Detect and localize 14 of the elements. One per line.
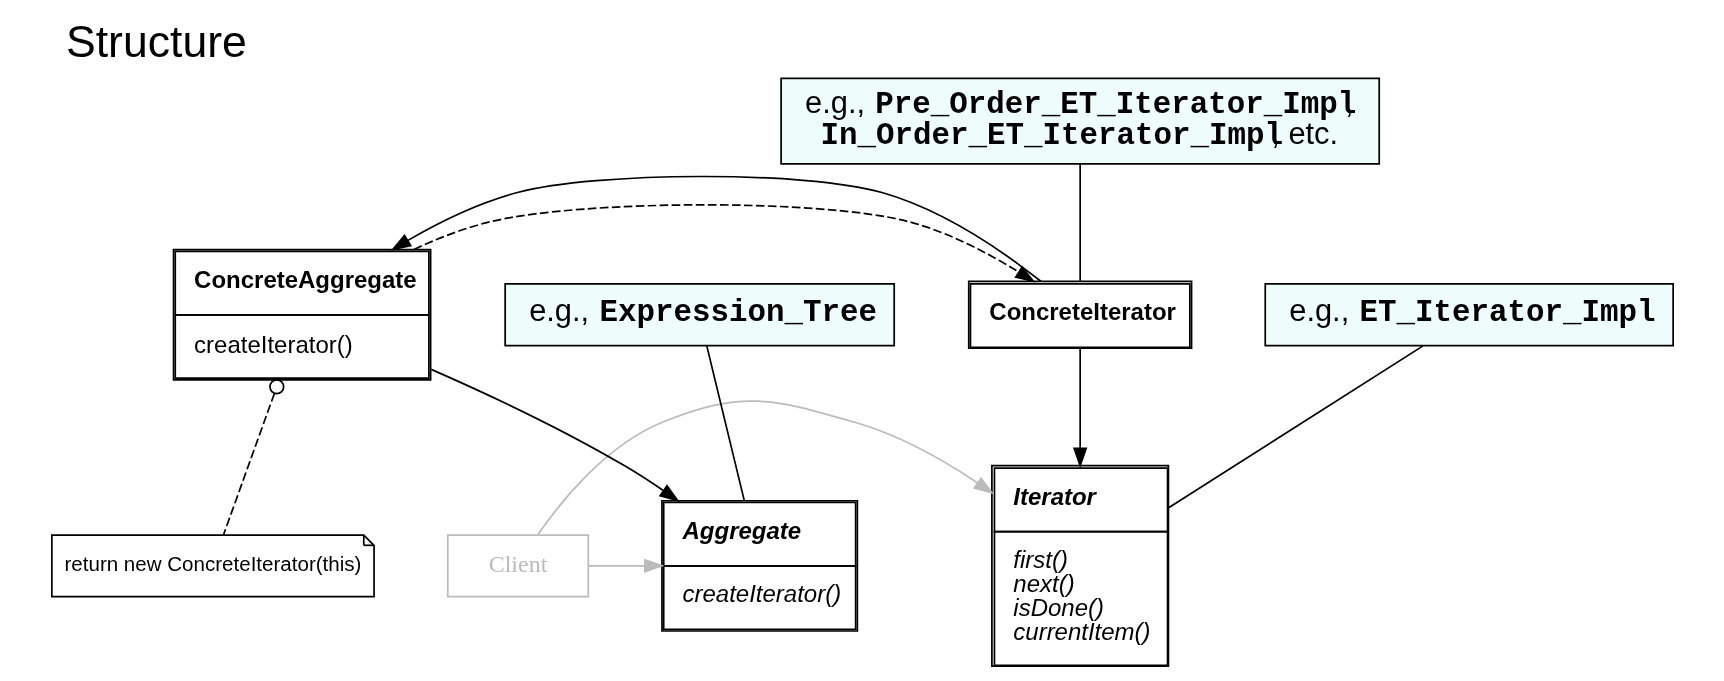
connector [1078,163,1081,283]
arrow [412,204,1036,283]
connector [222,379,284,536]
node-box: Client [446,534,589,598]
node-box: e.g., Expression_Tree [503,283,895,347]
arrow [429,368,680,503]
arrow [536,400,994,536]
node-box: e.g., ET_Iterator_Impl [1263,283,1674,347]
diagram-title: Structure [65,17,247,67]
connector [705,345,745,502]
arrow [1072,347,1087,469]
arrow [390,175,1042,283]
arrow [587,558,665,574]
connector [1167,345,1424,509]
